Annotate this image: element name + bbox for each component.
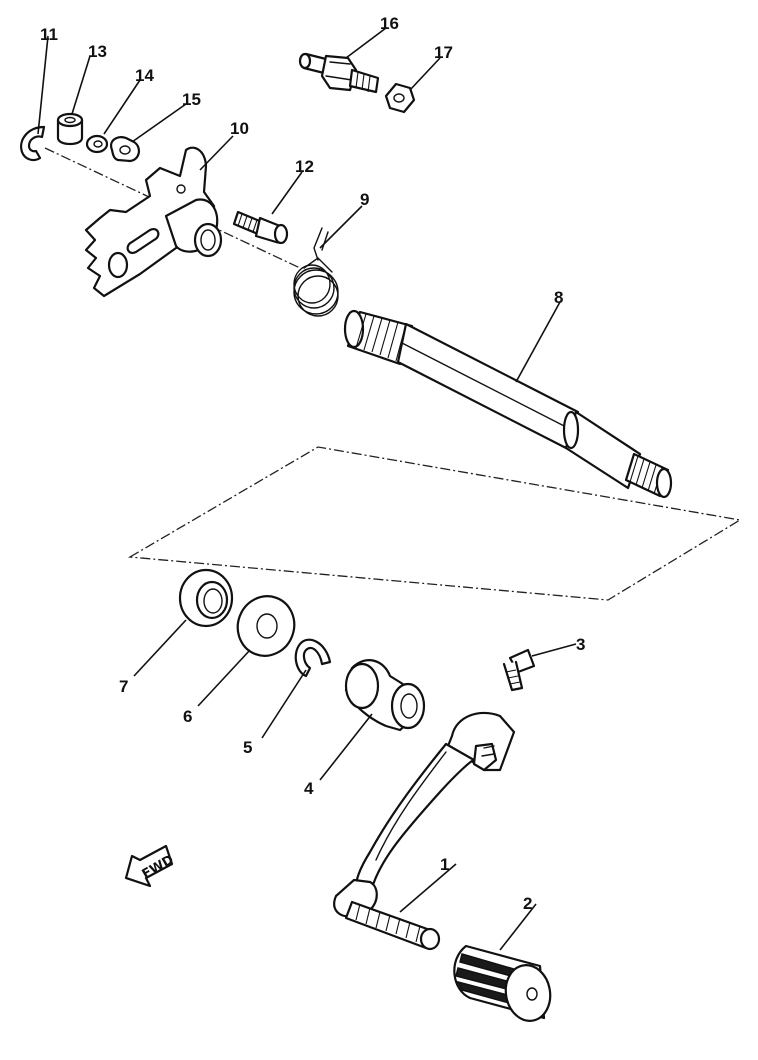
callout-7: 7 <box>119 677 128 696</box>
callout-6: 6 <box>183 707 192 726</box>
part-12-bolt <box>232 210 289 245</box>
callout-2: 2 <box>523 894 532 913</box>
part-7-oil-seal <box>178 568 234 628</box>
part-14-washer <box>85 134 109 154</box>
callout-16: 16 <box>380 14 399 33</box>
part-11-circlip <box>20 125 46 162</box>
part-16-stopper-bolt <box>298 52 380 94</box>
callout-10: 10 <box>230 119 249 138</box>
part-17-lock-washer <box>384 82 416 114</box>
part-4-collar <box>344 659 426 732</box>
callout-9: 9 <box>360 190 369 209</box>
callout-numbers: 1 2 3 4 5 6 7 8 9 10 11 12 13 14 15 16 1… <box>40 14 585 913</box>
part-15-lock-washer <box>110 136 140 163</box>
part-6-washer <box>236 595 296 657</box>
callout-5: 5 <box>243 738 252 757</box>
callout-17: 17 <box>434 43 453 62</box>
callout-4: 4 <box>304 779 314 798</box>
part-9-return-spring <box>293 227 339 317</box>
callout-11: 11 <box>40 25 58 44</box>
callout-1: 1 <box>440 855 449 874</box>
part-10-shift-arm <box>84 146 223 298</box>
callout-12: 12 <box>295 157 314 176</box>
callout-14: 14 <box>135 66 154 85</box>
fwd-arrow-icon: FWD <box>124 844 177 888</box>
callout-13: 13 <box>88 42 107 61</box>
callout-15: 15 <box>182 90 201 109</box>
part-2-pedal-rubber <box>453 944 552 1022</box>
part-8-shift-shaft <box>343 309 673 499</box>
part-3-bolt <box>502 648 536 692</box>
callout-3: 3 <box>576 635 585 654</box>
part-1-shift-pedal <box>333 711 516 951</box>
leader-lines <box>37 27 577 951</box>
part-13-collar <box>56 112 84 146</box>
part-5-circlip <box>294 638 332 678</box>
callout-8: 8 <box>554 288 563 307</box>
